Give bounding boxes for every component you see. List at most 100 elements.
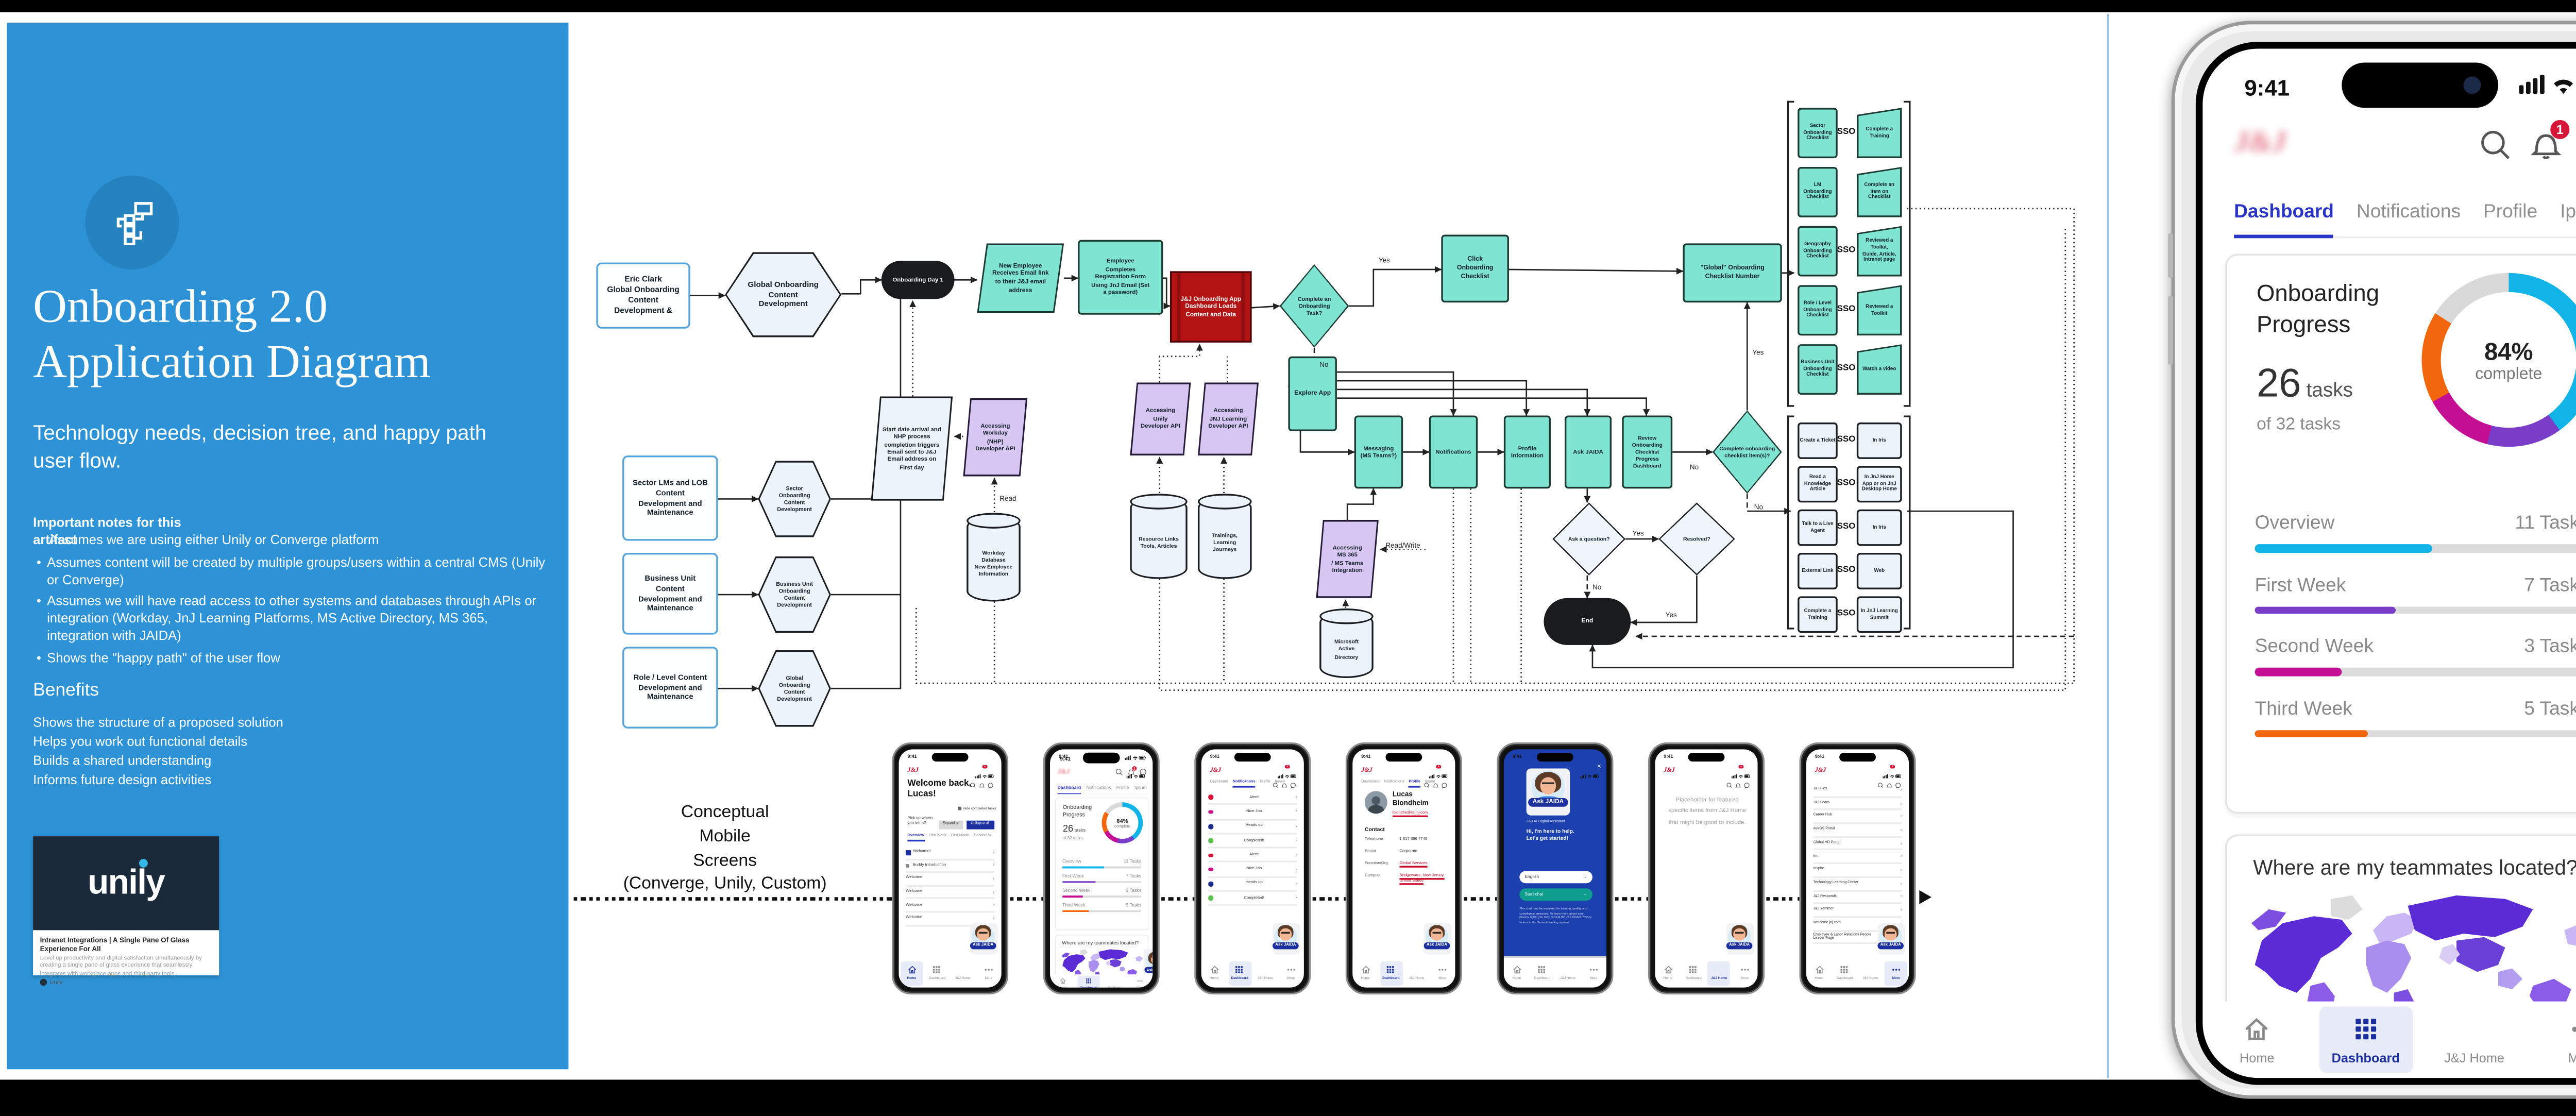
tab-dashboard[interactable]: Dashboard: [1210, 781, 1228, 784]
nav-item-more[interactable]: More: [1582, 960, 1605, 985]
search-icon[interactable]: [1423, 767, 1429, 798]
notification-item[interactable]: Completed!›: [1208, 892, 1297, 907]
nav-item-home[interactable]: Home: [1052, 976, 1074, 988]
ask-jaida-bubble[interactable]: Ask JAIDA: [1725, 923, 1754, 955]
search-icon[interactable]: [1115, 768, 1123, 778]
close-icon[interactable]: ×: [1597, 761, 1601, 770]
tab-notifications[interactable]: Notifications: [2356, 201, 2461, 223]
search-icon[interactable]: [2479, 129, 2512, 171]
nav-item-home[interactable]: Home: [900, 960, 923, 985]
bell-icon[interactable]: 1: [1432, 764, 1441, 798]
menu-item[interactable]: J&J Flex›: [1813, 784, 1902, 798]
nav-item-more[interactable]: More: [1129, 976, 1151, 988]
task-list-item[interactable]: Welcome!›: [906, 913, 995, 926]
notification-item[interactable]: Heads up›: [1208, 820, 1297, 835]
notification-item[interactable]: Heads up›: [1208, 877, 1297, 892]
task-list-item[interactable]: Buddy Introduction›: [906, 860, 995, 873]
nav-item-more[interactable]: More: [1280, 960, 1302, 985]
tab-notifications[interactable]: Notifications: [1384, 781, 1404, 784]
nav-item-more[interactable]: More: [1431, 960, 1454, 985]
menu-item[interactable]: J&J Learn›: [1813, 798, 1902, 811]
nav-item-dashboard[interactable]: Dashboard: [1228, 960, 1251, 985]
chat-icon[interactable]: [1744, 767, 1751, 798]
notification-item[interactable]: Alert!›: [1208, 849, 1297, 864]
nav-item-j-j-home[interactable]: J&J Home: [1707, 960, 1731, 985]
menu-item[interactable]: Global HR Portal›: [1813, 838, 1902, 851]
tab-ipsum[interactable]: Ipsum: [1275, 781, 1285, 784]
bell-icon[interactable]: 1: [979, 764, 987, 798]
nav-item-dashboard[interactable]: Dashboard: [1077, 975, 1100, 988]
chat-icon[interactable]: [1895, 767, 1902, 798]
hide-completed-checkbox[interactable]: Hide completed tasks: [957, 806, 996, 811]
nav-item-j-j-home[interactable]: J&J Home: [952, 960, 974, 985]
task-list-item[interactable]: Welcome!›: [906, 886, 995, 900]
search-icon[interactable]: [1272, 767, 1278, 798]
ask-jaida-widget-avatar[interactable]: Ask JAIDA: [1143, 949, 1153, 978]
tab-dashboard[interactable]: Dashboard: [1361, 781, 1380, 784]
nav-item-j-j-home[interactable]: J&J Home: [1859, 960, 1882, 985]
menu-item[interactable]: J&J Responds›: [1813, 891, 1902, 905]
chat-icon[interactable]: [988, 767, 994, 798]
unily-card-title[interactable]: Intranet Integrations | A Single Pane Of…: [40, 934, 190, 952]
contact-field-value[interactable]: Global Services: [1399, 862, 1428, 866]
language-select[interactable]: English⌄: [1519, 871, 1592, 884]
tab-ipsum[interactable]: Ipsum: [1425, 781, 1435, 784]
tab-profile[interactable]: Profile: [1409, 781, 1420, 787]
tab-notifications[interactable]: Notifications: [1232, 781, 1256, 787]
chat-icon[interactable]: [1291, 767, 1297, 798]
nav-item-j-j-home[interactable]: J&J Home: [1103, 976, 1125, 988]
notification-item[interactable]: Nice Job›: [1208, 805, 1297, 820]
nav-item-home[interactable]: Home: [1203, 960, 1226, 985]
expand-all-button[interactable]: Expand all: [939, 820, 963, 828]
nav-item-home[interactable]: Home: [2210, 1007, 2304, 1073]
tab-second-m[interactable]: Second M: [974, 834, 991, 838]
nav-item-dashboard[interactable]: Dashboard: [1682, 960, 1705, 985]
bell-icon[interactable]: 1: [1735, 764, 1743, 798]
menu-item[interactable]: Technology Learning Center›: [1813, 878, 1902, 891]
nav-item-more[interactable]: More: [2536, 1007, 2576, 1073]
tab-first-week[interactable]: First Week: [928, 834, 946, 838]
nav-item-j-j-home[interactable]: J&J Home: [1405, 960, 1428, 985]
nav-item-j-j-home[interactable]: J&J Home: [1556, 960, 1579, 985]
ask-jaida-bubble[interactable]: Ask JAIDA: [1876, 923, 1905, 955]
bell-icon[interactable]: 1: [1886, 764, 1895, 798]
nav-item-dashboard[interactable]: Dashboard: [1380, 960, 1402, 985]
jaida-avatar-large[interactable]: Ask JAIDA: [1526, 768, 1570, 816]
menu-item[interactable]: Career Hub›: [1813, 811, 1902, 824]
search-icon[interactable]: [970, 767, 976, 798]
nav-item-dashboard[interactable]: Dashboard: [926, 960, 948, 985]
tab-dashboard[interactable]: Dashboard: [1057, 786, 1081, 794]
notification-item[interactable]: Completed!›: [1208, 834, 1297, 849]
menu-item[interactable]: Iris›: [1813, 851, 1902, 865]
search-icon[interactable]: [1877, 767, 1883, 798]
menu-item[interactable]: Inspire›: [1813, 865, 1902, 878]
bell-icon[interactable]: 1: [1281, 764, 1290, 798]
chat-icon[interactable]: [1442, 767, 1448, 798]
tab-profile[interactable]: Profile: [1116, 785, 1129, 791]
tab-notifications[interactable]: Notifications: [1086, 785, 1111, 791]
nav-item-j-j-home[interactable]: J&J Home: [1254, 960, 1277, 985]
task-list-item[interactable]: Welcome!›: [906, 873, 995, 887]
task-list-item[interactable]: Welcome!›: [906, 900, 995, 913]
tab-ipsum[interactable]: Ipsum: [2560, 201, 2576, 223]
menu-item[interactable]: AskGS Portal›: [1813, 824, 1902, 838]
unily-link-card[interactable]: unily Intranet Integrations | A Single P…: [33, 836, 219, 987]
profile-email-link[interactable]: lblondhe@its.jnj.com: [1392, 811, 1428, 815]
nav-item-dashboard[interactable]: Dashboard: [2318, 1006, 2413, 1073]
ask-jaida-bubble[interactable]: Ask JAIDA: [1422, 923, 1451, 955]
ask-jaida-bubble[interactable]: Ask JAIDA: [1272, 923, 1300, 955]
contact-field-value[interactable]: Bridgewater, New Jersey, United States: [1399, 874, 1445, 884]
nav-item-home[interactable]: Home: [1354, 960, 1377, 985]
tab-profile[interactable]: Profile: [1260, 781, 1270, 784]
tab-profile[interactable]: Profile: [2483, 201, 2538, 223]
tab-first-month[interactable]: First Month: [951, 834, 970, 838]
tab-overview[interactable]: Overview: [907, 835, 924, 841]
nav-item-home[interactable]: Home: [1808, 960, 1831, 985]
start-chat-button[interactable]: Start chat→: [1519, 888, 1592, 901]
nav-item-j-j-home[interactable]: J&J Home: [2428, 1007, 2521, 1073]
menu-item[interactable]: J&J Yammer›: [1813, 905, 1902, 918]
nav-item-more[interactable]: More: [1734, 960, 1756, 985]
collapse-all-button[interactable]: Collapse all: [965, 820, 995, 828]
nav-item-dashboard[interactable]: Dashboard: [1531, 960, 1554, 985]
notification-item[interactable]: Nice Job›: [1208, 863, 1297, 878]
